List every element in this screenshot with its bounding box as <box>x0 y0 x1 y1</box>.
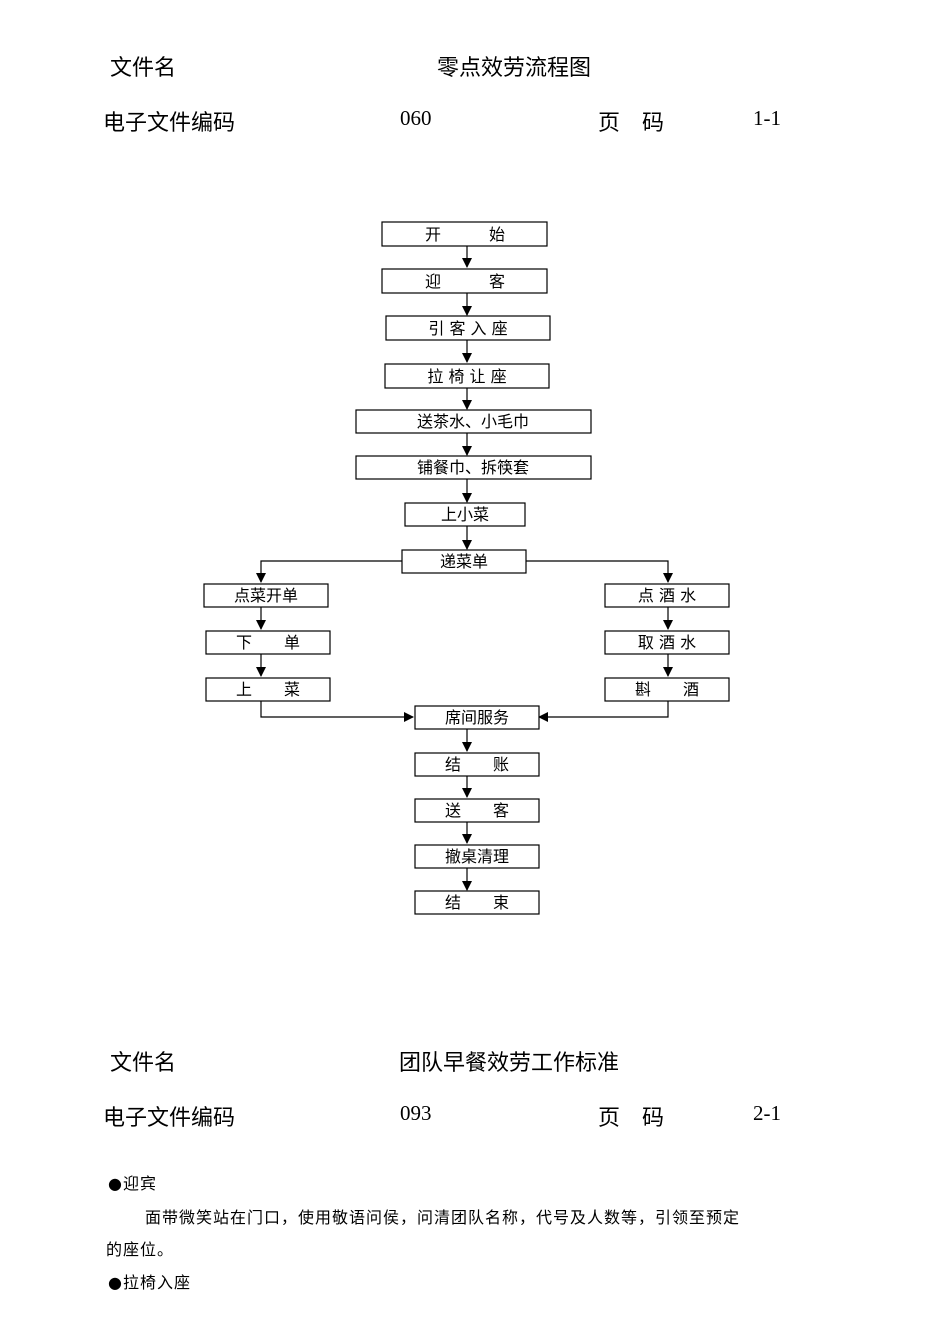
service-flowchart: 开 始 迎 客 引 客 入 座 拉 椅 让 座 送茶水、小毛巾 铺餐巾、拆筷套 … <box>203 221 730 915</box>
paragraph-welcome-line2: 的座位。 <box>106 1240 175 1259</box>
node-end-label: 结 束 <box>445 893 509 912</box>
node-serve-box <box>205 677 331 702</box>
node-checkout-box <box>414 752 540 777</box>
node-fetch-box <box>604 630 730 655</box>
node-welcome-label: 迎 客 <box>425 272 505 291</box>
bullet-welcome: ●迎宾 <box>108 1174 157 1193</box>
file-code-value: 060 <box>400 106 432 130</box>
node-appetizer-label: 上小菜 <box>441 505 489 524</box>
connector-merge-right <box>538 701 669 722</box>
file-code-value-2: 093 <box>400 1101 432 1125</box>
connector-branch-left <box>256 560 402 583</box>
node-start-label: 开 始 <box>425 225 505 244</box>
node-appetizer-box <box>404 502 526 527</box>
node-clear-label: 撤桌清理 <box>445 847 509 866</box>
file-name-label-2: 文件名 <box>110 1051 177 1076</box>
connector-merge-left <box>260 701 414 722</box>
node-end-box <box>414 890 540 915</box>
page-label: 页 码 <box>598 111 665 136</box>
node-clear-box <box>414 844 540 869</box>
node-seat-guide-label: 引 客 入 座 <box>428 319 507 338</box>
node-napkin-label: 铺餐巾、拆筷套 <box>417 458 529 477</box>
node-farewell-label: 送 客 <box>445 801 509 820</box>
node-order-box <box>203 583 329 608</box>
node-napkin-box <box>355 455 592 480</box>
page-value-2: 2-1 <box>753 1101 781 1125</box>
node-menu-label: 递菜单 <box>440 552 488 571</box>
file-name-label: 文件名 <box>110 56 177 81</box>
node-seat-guide-box <box>385 315 551 341</box>
node-farewell-box <box>414 798 540 823</box>
connector-branch-right <box>526 560 673 583</box>
node-fetch-label: 取 酒 水 <box>638 633 696 652</box>
document-title: 零点效劳流程图 <box>437 56 592 81</box>
page-value: 1-1 <box>753 106 781 130</box>
node-start-box <box>381 221 548 247</box>
node-tea-label: 送茶水、小毛巾 <box>417 412 529 431</box>
bullet-chair: ●拉椅入座 <box>108 1273 191 1292</box>
node-table-service-label: 席间服务 <box>445 708 509 727</box>
node-welcome-box <box>381 268 548 294</box>
node-pour-label: 斟 酒 <box>635 680 699 699</box>
document-title-2: 团队早餐效劳工作标准 <box>399 1051 620 1076</box>
node-menu-box <box>401 549 527 574</box>
node-pour-box <box>604 677 730 702</box>
node-chair-label: 拉 椅 让 座 <box>427 367 506 386</box>
paragraph-welcome-line1: 面带微笑站在门口，使用敬语问侯，问清团队名称，代号及人数等，引领至预定 <box>145 1208 741 1227</box>
node-submit-box <box>205 630 331 655</box>
node-order-label: 点菜开单 <box>234 586 298 605</box>
node-serve-label: 上 菜 <box>236 680 300 699</box>
node-tea-box <box>355 409 592 434</box>
node-submit-label: 下 单 <box>236 633 300 652</box>
node-drinks-label: 点 酒 水 <box>638 586 696 605</box>
node-drinks-box <box>604 583 730 608</box>
node-chair-box <box>384 363 550 389</box>
page-label-2: 页 码 <box>598 1106 665 1131</box>
node-table-service-box <box>414 705 540 730</box>
file-code-label-2: 电子文件编码 <box>103 1106 236 1131</box>
node-checkout-label: 结 账 <box>445 755 509 774</box>
file-code-label: 电子文件编码 <box>103 111 236 136</box>
